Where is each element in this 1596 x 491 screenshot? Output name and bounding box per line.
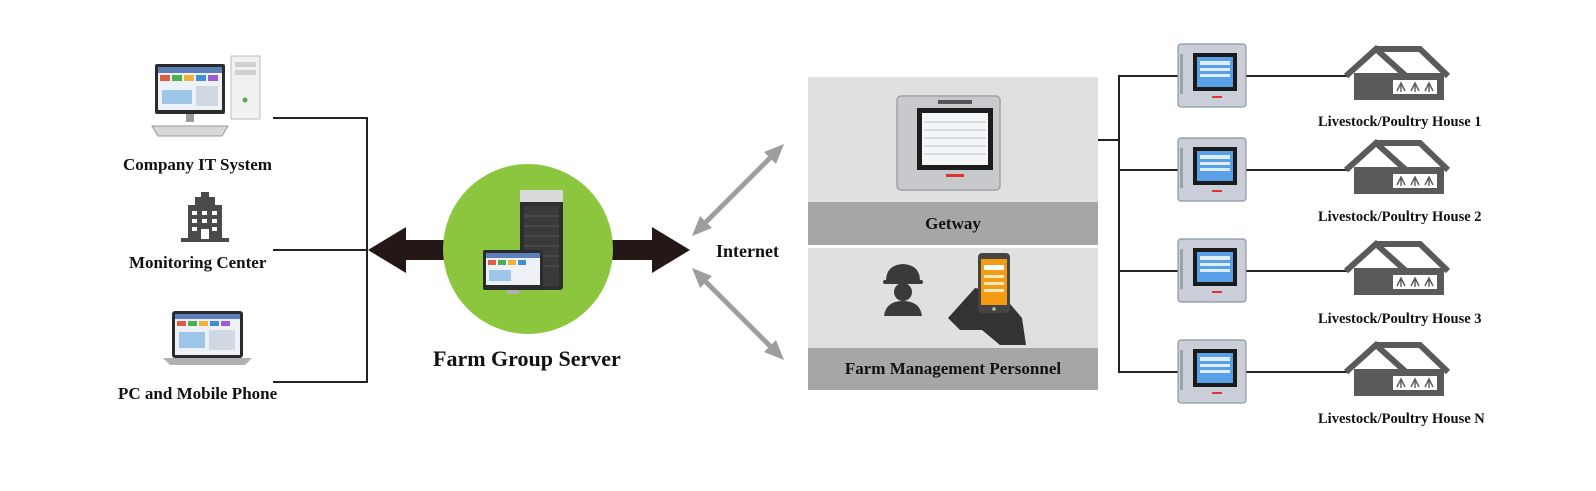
arrow-internet-gateway (704, 156, 772, 224)
label-farm-management-personnel: Farm Management Personnel (844, 359, 1062, 378)
laptop-icon (163, 311, 252, 365)
label-getway: Getway (925, 213, 981, 233)
label-internet: Internet (716, 241, 779, 261)
house-4-icon (1343, 340, 1451, 396)
controller-icon (1177, 339, 1247, 404)
label-monitoring-center: Monitoring Center (129, 253, 267, 272)
desktop-computer-icon (151, 55, 261, 137)
hand-phone-icon (948, 253, 1026, 345)
controller-icon (1177, 238, 1247, 303)
controller-icon (1177, 137, 1247, 202)
arrow-internet-personnel (704, 280, 772, 348)
gateway-touchscreen-icon (896, 95, 1001, 191)
building-icon (181, 192, 229, 242)
label-house-n: Livestock/Poultry House N (1318, 411, 1485, 427)
personnel-panel (808, 248, 1098, 348)
gateway-band: Getway (808, 202, 1098, 245)
house-1-icon (1343, 44, 1451, 100)
label-house-2: Livestock/Poultry House 2 (1318, 209, 1482, 225)
label-company-it-system: Company IT System (123, 155, 272, 174)
server-icon (483, 190, 563, 294)
controller-icon (1177, 43, 1247, 108)
house-2-icon (1343, 138, 1451, 194)
arrow-left-to-sources (368, 227, 445, 273)
arrow-right-to-internet (610, 227, 690, 273)
label-farm-group-server: Farm Group Server (433, 346, 621, 371)
worker-helmet-icon (883, 264, 923, 316)
label-pc-mobile-phone: PC and Mobile Phone (118, 384, 278, 403)
label-house-3: Livestock/Poultry House 3 (1318, 311, 1482, 327)
label-house-1: Livestock/Poultry House 1 (1318, 114, 1482, 130)
personnel-band: Farm Management Personnel (808, 348, 1098, 390)
house-3-icon (1343, 239, 1451, 295)
